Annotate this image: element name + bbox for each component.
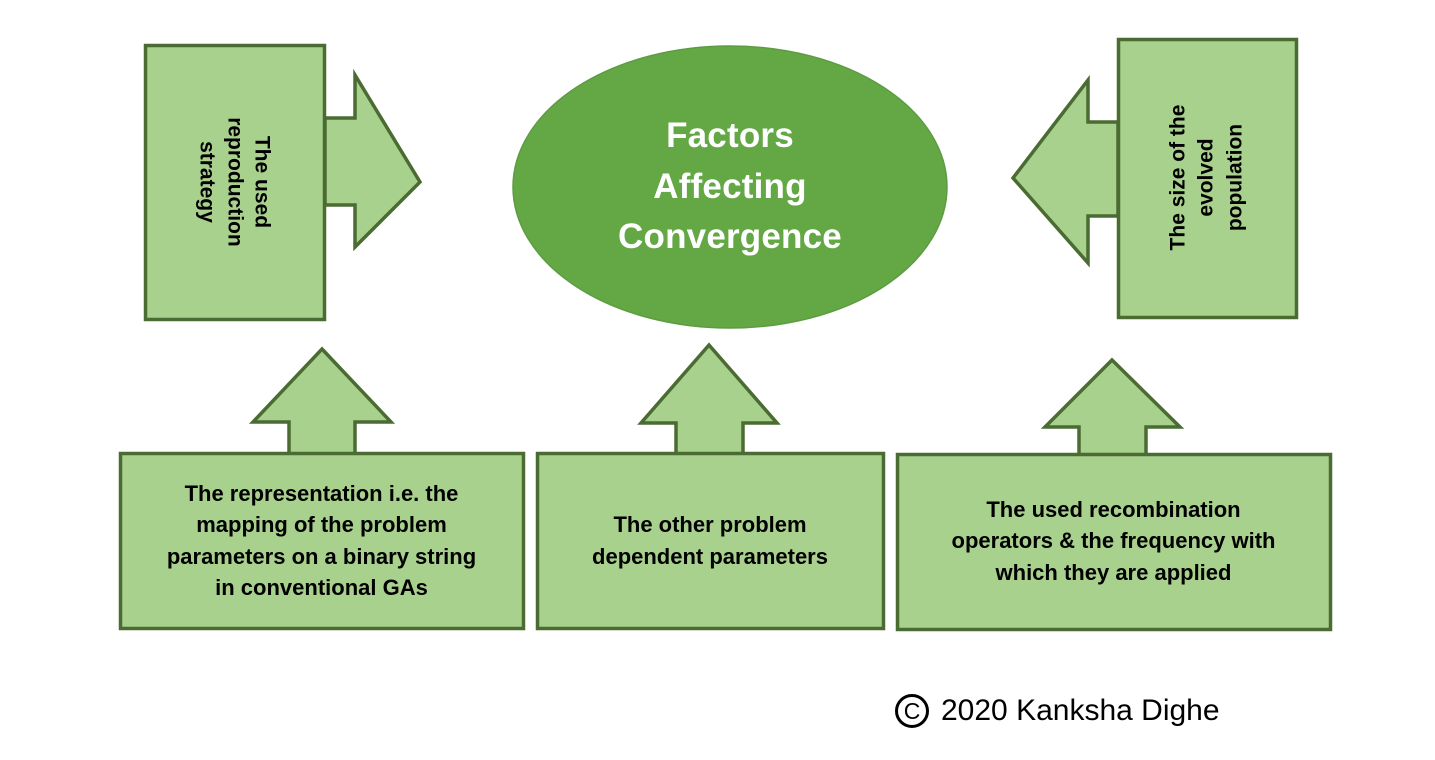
node-evolved-population-size-shape[interactable] [1010,37,1299,320]
node-reproduction-strategy-shape[interactable] [143,43,423,322]
node-box-right [1116,37,1299,320]
node-representation-shape[interactable] [118,346,526,631]
copyright-text: 2020 Kanksha Dighe [941,694,1220,727]
right-arrow-icon [323,68,423,252]
node-box-bottom-center [535,451,886,631]
node-recombination-operators-shape[interactable] [895,357,1333,632]
copyright-notice: C 2020 Kanksha Dighe [895,694,1220,728]
up-arrow-icon [1040,357,1185,458]
node-box-bottom-left [118,451,526,631]
center-ellipse[interactable] [512,45,948,329]
node-box-left [143,43,327,322]
up-arrow-icon [637,342,781,457]
copyright-icon: C [895,694,929,728]
node-problem-dependent-parameters-shape[interactable] [535,342,886,631]
node-box-bottom-right [895,452,1333,632]
up-arrow-icon [248,346,396,457]
left-arrow-icon [1010,74,1120,268]
